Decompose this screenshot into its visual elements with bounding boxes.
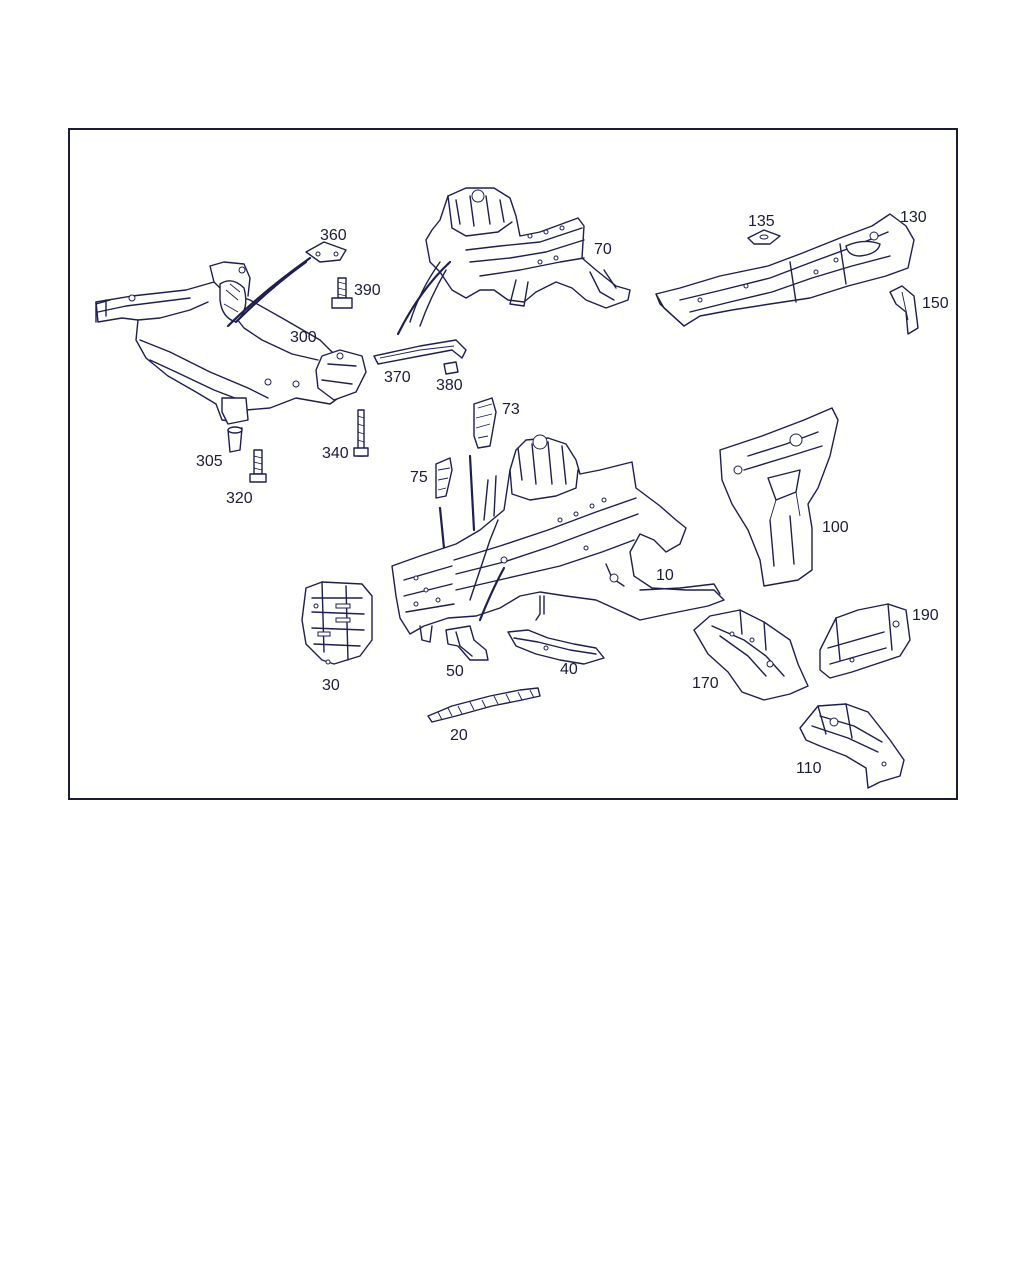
part-135-bracket[interactable] xyxy=(747,229,781,245)
label-p10: 10 xyxy=(656,567,674,584)
part-300-subframe[interactable] xyxy=(95,256,367,425)
label-p50: 50 xyxy=(446,663,464,680)
label-p100: 100 xyxy=(822,519,849,536)
part-73-bracket[interactable] xyxy=(468,397,497,532)
label-p190: 190 xyxy=(912,607,939,624)
label-p370: 370 xyxy=(384,369,411,386)
part-370-strip[interactable] xyxy=(373,339,467,365)
label-p110: 110 xyxy=(796,760,822,777)
label-p70: 70 xyxy=(594,241,612,258)
label-p360: 360 xyxy=(320,227,347,244)
part-30-panel[interactable] xyxy=(301,581,373,665)
part-190-bracket[interactable] xyxy=(819,603,911,679)
part-50-bracket[interactable] xyxy=(445,625,489,661)
label-p305: 305 xyxy=(196,453,223,470)
part-340-bolt[interactable] xyxy=(353,409,369,457)
label-p170: 170 xyxy=(692,675,719,692)
label-p30: 30 xyxy=(322,677,340,694)
part-305-nut[interactable] xyxy=(227,426,243,453)
part-150-bracket[interactable] xyxy=(889,285,919,335)
part-360-plate[interactable] xyxy=(305,241,347,263)
label-p75: 75 xyxy=(410,469,428,486)
label-p300: 300 xyxy=(290,329,317,346)
label-p20: 20 xyxy=(450,727,468,744)
part-110-bracket[interactable] xyxy=(799,703,905,789)
part-10-front-structure[interactable] xyxy=(391,434,725,643)
part-320-bolt[interactable] xyxy=(249,449,267,483)
label-p150: 150 xyxy=(922,295,949,312)
label-p340: 340 xyxy=(322,445,349,462)
part-70-strut-tower[interactable] xyxy=(396,187,631,336)
label-p320: 320 xyxy=(226,490,253,507)
part-100-panel[interactable] xyxy=(719,407,839,587)
part-20-strip[interactable] xyxy=(427,687,541,723)
label-p130: 130 xyxy=(900,209,927,226)
part-390-bolt[interactable] xyxy=(331,277,353,309)
part-75-bracket[interactable] xyxy=(435,457,453,550)
label-p390: 390 xyxy=(354,282,381,299)
label-p380: 380 xyxy=(436,377,463,394)
label-p73: 73 xyxy=(502,401,520,418)
part-40-reinforcement[interactable] xyxy=(507,629,605,665)
label-p135: 135 xyxy=(748,213,775,230)
part-170-bracket[interactable] xyxy=(693,609,809,701)
label-p40: 40 xyxy=(560,661,578,678)
part-130-side-member[interactable] xyxy=(655,213,915,327)
part-380-clip[interactable] xyxy=(443,361,459,375)
